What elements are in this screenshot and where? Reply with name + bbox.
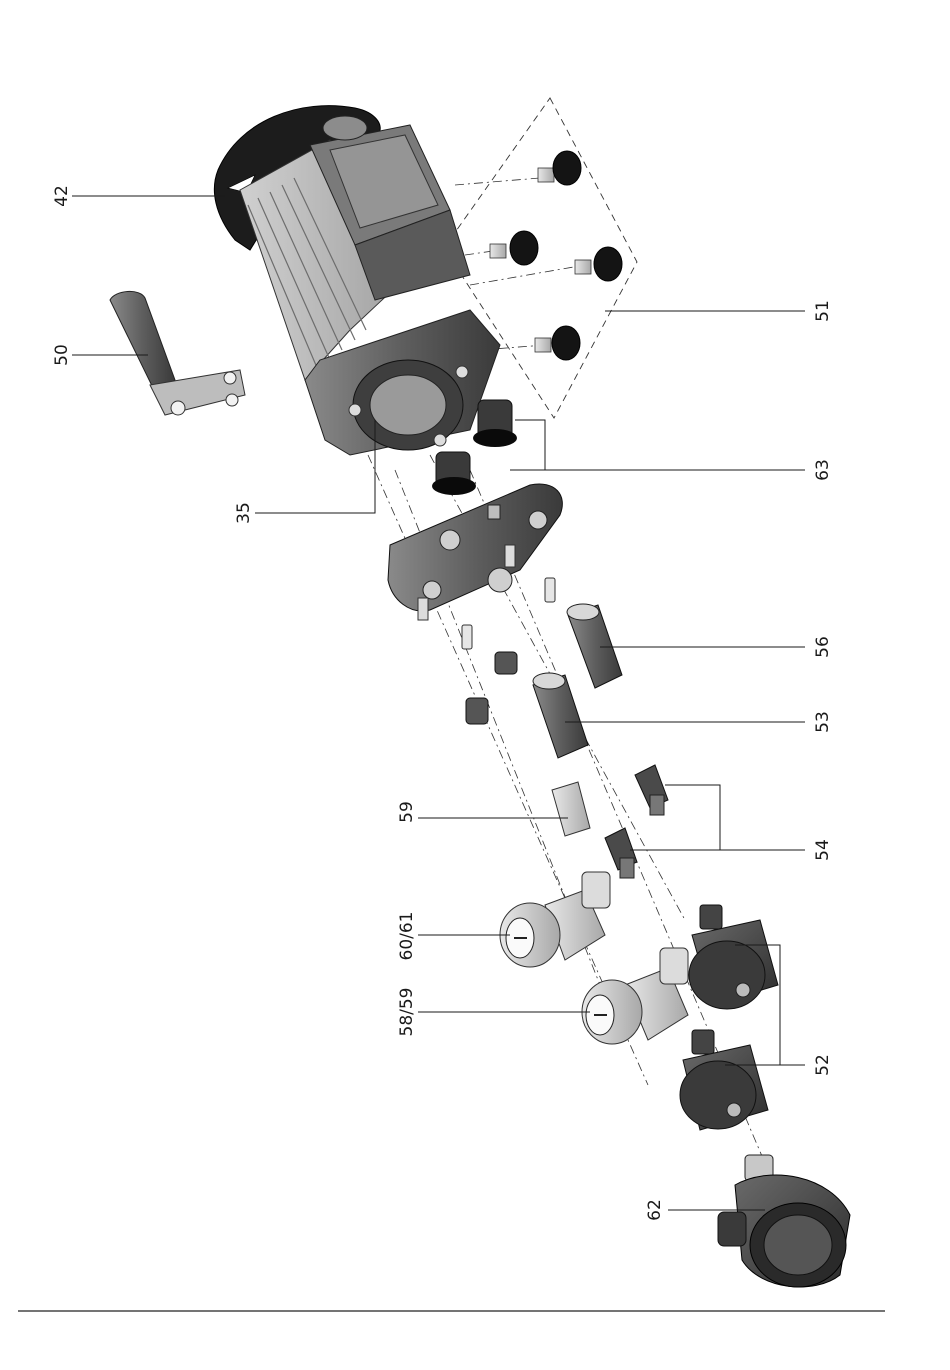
label-60-61: 60/61 xyxy=(397,912,417,961)
rubber-mount-3 xyxy=(575,247,622,281)
flow-meter-60-61 xyxy=(500,872,610,967)
label-54: 54 xyxy=(813,839,833,861)
handle xyxy=(110,291,245,415)
electric-motor xyxy=(214,106,500,455)
label-51: 51 xyxy=(813,300,833,322)
flow-meter-58-59 xyxy=(582,948,688,1044)
label-35: 35 xyxy=(234,502,254,524)
label-59: 59 xyxy=(397,801,417,823)
valve-56 xyxy=(567,604,622,688)
filter-52-upper xyxy=(689,905,778,1009)
reducer-59 xyxy=(552,782,590,836)
label-56: 56 xyxy=(813,636,833,658)
rubber-mount-1 xyxy=(538,151,581,185)
label-50: 50 xyxy=(52,344,72,366)
label-42: 42 xyxy=(52,185,72,207)
rubber-mount-2 xyxy=(490,231,538,265)
label-63: 63 xyxy=(813,459,833,481)
valve-53 xyxy=(533,673,588,758)
filter-housing-62 xyxy=(718,1155,850,1287)
hose-nozzle-2 xyxy=(605,828,637,878)
label-53: 53 xyxy=(813,711,833,733)
rubber-mount-4 xyxy=(535,326,580,360)
strainer-2 xyxy=(432,452,476,495)
label-62: 62 xyxy=(645,1199,665,1221)
pump-cover-plate xyxy=(388,484,562,620)
strainer-1 xyxy=(473,400,517,447)
label-52: 52 xyxy=(813,1054,833,1076)
label-58-59: 58/59 xyxy=(397,988,417,1037)
hose-nozzle-1 xyxy=(635,765,668,815)
filter-52-lower xyxy=(680,1030,768,1130)
